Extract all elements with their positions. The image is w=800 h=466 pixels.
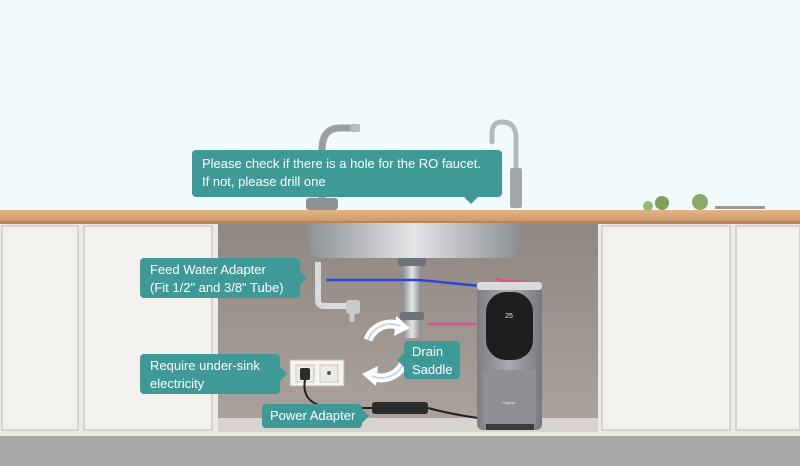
purifier-brand: Simpure bbox=[502, 401, 515, 405]
drain-saddle-callout-line1: Drain bbox=[412, 344, 444, 359]
power-adapter bbox=[372, 402, 428, 414]
drain-saddle-callout: Drain Saddle bbox=[397, 341, 460, 379]
vegetable bbox=[692, 194, 708, 210]
cabinet-door-right-2 bbox=[735, 225, 800, 431]
ro-faucet-callout-line1: Please check if there is a hole for the … bbox=[202, 156, 481, 171]
electricity-callout: Require under-sink electricity bbox=[140, 354, 287, 394]
feed-water-callout-line2: (Fit 1/2" and 3/8" Tube) bbox=[150, 280, 284, 295]
sink-basin bbox=[306, 223, 522, 258]
vegetable bbox=[655, 196, 669, 210]
electricity-callout-line1: Require under-sink bbox=[150, 358, 260, 373]
cold-water-valve bbox=[315, 262, 352, 309]
purifier-display: 25 bbox=[505, 313, 513, 320]
cabinet-door-left-2 bbox=[83, 225, 213, 431]
ro-faucet bbox=[489, 119, 519, 209]
sink-faucet bbox=[318, 124, 360, 209]
cabinet-door-left-1 bbox=[1, 225, 79, 431]
feed-water-adapter-callout: Feed Water Adapter (Fit 1/2" and 3/8" Tu… bbox=[140, 258, 307, 298]
feed-water-callout-line1: Feed Water Adapter bbox=[150, 262, 266, 277]
countertop bbox=[0, 210, 800, 223]
vegetable bbox=[643, 201, 653, 211]
wall-outlet bbox=[289, 359, 345, 387]
floor bbox=[0, 436, 800, 466]
ro-purifier bbox=[477, 282, 542, 430]
power-adapter-callout-label: Power Adapter bbox=[270, 408, 356, 423]
cabinet-door-right-1 bbox=[601, 225, 731, 431]
drain-saddle-callout-line2: Saddle bbox=[412, 362, 453, 377]
ro-faucet-callout-line2: If not, please drill one bbox=[202, 174, 326, 189]
power-adapter-callout: Power Adapter bbox=[262, 404, 369, 428]
ro-faucet-callout: Please check if there is a hole for the … bbox=[192, 150, 502, 204]
electricity-callout-line2: electricity bbox=[150, 376, 205, 391]
